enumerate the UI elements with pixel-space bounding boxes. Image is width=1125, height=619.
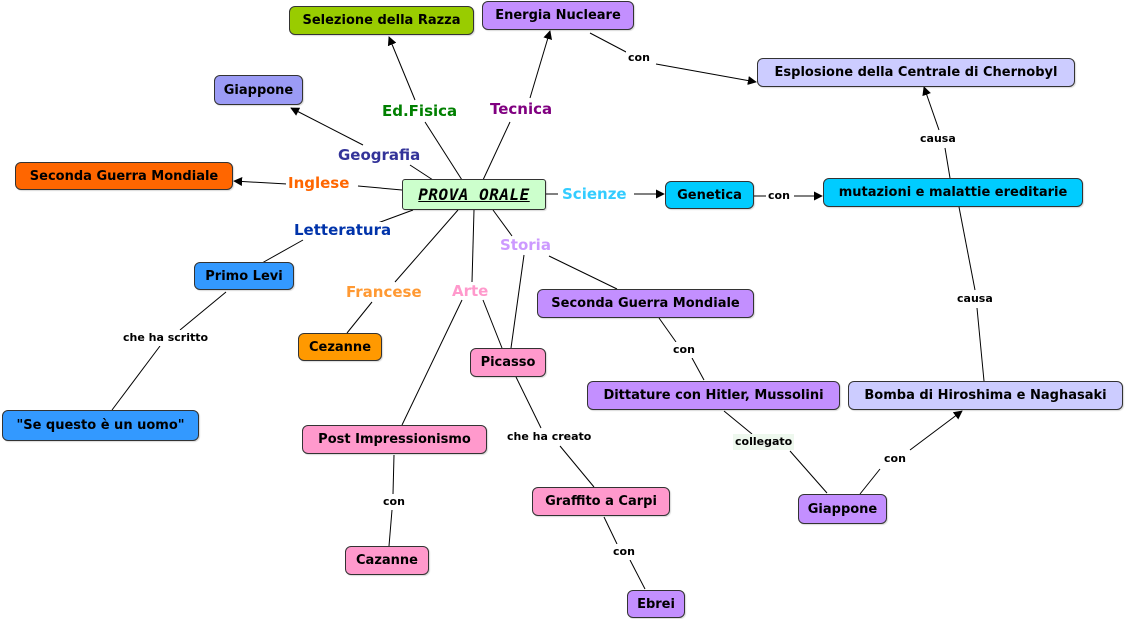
line-center-inglese — [357, 185, 403, 191]
line-creato-graffito — [559, 445, 595, 488]
line-tecnica-energia — [529, 30, 552, 99]
subject-arte: Arte — [450, 282, 491, 300]
node-mutazioni-malattie[interactable]: mutazioni e malattie ereditarie — [823, 178, 1083, 207]
node-giappone-bottom[interactable]: Giappone — [798, 494, 887, 524]
line-picasso-creato — [515, 376, 542, 429]
link-con-energia: con — [626, 50, 652, 66]
node-seconda-guerra-mondiale-left[interactable]: Seconda Guerra Mondiale — [15, 162, 233, 190]
line-bomba-causa — [976, 307, 985, 382]
link-con-post: con — [381, 494, 407, 510]
link-collegato: collegato — [733, 434, 795, 450]
line-levi-scritto — [179, 291, 227, 331]
line-edfisica-selezione — [387, 36, 416, 101]
subject-scienze: Scienze — [560, 185, 629, 203]
line-scritto-sequesto — [111, 345, 161, 411]
line-arte-postimpr — [401, 299, 463, 426]
subject-geografia: Geografia — [336, 146, 423, 164]
line-con-ebrei — [629, 559, 646, 590]
line-dittature-collegato — [723, 410, 753, 435]
line-center-geografia — [409, 164, 434, 181]
node-primo-levi[interactable]: Primo Levi — [194, 262, 294, 290]
node-center-label: PROVA ORALE — [418, 185, 530, 204]
line-center-tecnica — [482, 121, 511, 181]
node-seconda-guerra-mondiale-right[interactable]: Seconda Guerra Mondiale — [537, 289, 754, 318]
line-center-storia — [492, 209, 513, 237]
line-giappone-con — [859, 468, 881, 495]
subject-storia: Storia — [498, 236, 553, 254]
link-con-graffito: con — [611, 544, 637, 560]
node-picasso[interactable]: Picasso — [470, 348, 546, 377]
line-con-bomba — [909, 410, 963, 451]
link-con-guerra: con — [671, 342, 697, 358]
node-genetica[interactable]: Genetica — [665, 181, 754, 209]
line-center-edfisica — [424, 121, 463, 181]
line-arte-picasso — [482, 299, 503, 349]
node-energia-nucleare[interactable]: Energia Nucleare — [482, 1, 634, 30]
line-graffito-con — [603, 516, 618, 545]
link-causa-top: causa — [918, 131, 958, 147]
node-cezanne[interactable]: Cezanne — [298, 333, 382, 361]
line-francese-cezanne — [346, 301, 373, 334]
line-con-dittature — [691, 357, 705, 381]
node-se-questo-e-un-uomo[interactable]: "Se questo è un uomo" — [2, 410, 199, 441]
link-che-ha-creato: che ha creato — [505, 429, 594, 445]
node-selezione-della-razza[interactable]: Selezione della Razza — [289, 6, 474, 35]
line-energia-con — [589, 32, 629, 54]
line-geografia-giappone — [290, 107, 364, 146]
line-letteratura-levi — [261, 239, 304, 264]
node-post-impressionismo[interactable]: Post Impressionismo — [302, 425, 487, 454]
line-center-francese — [394, 209, 459, 283]
line-con-chernobyl — [655, 63, 757, 85]
line-con-cazanne — [388, 509, 393, 547]
line-storia-picasso — [510, 254, 525, 349]
subject-tecnica: Tecnica — [488, 100, 555, 118]
line-inglese-guerra — [233, 176, 288, 186]
line-causa-mutazioni — [958, 206, 976, 291]
line-postimpr-con — [392, 454, 395, 495]
subject-ed-fisica: Ed.Fisica — [380, 102, 460, 120]
node-bomba-hiroshima[interactable]: Bomba di Hiroshima e Naghasaki — [848, 381, 1123, 410]
subject-letteratura: Letteratura — [292, 221, 394, 239]
link-causa-mid: causa — [955, 291, 995, 307]
line-center-arte — [471, 209, 475, 283]
node-ebrei[interactable]: Ebrei — [627, 590, 685, 618]
node-esplosione-chernobyl[interactable]: Esplosione della Centrale di Chernobyl — [757, 58, 1075, 87]
subject-francese: Francese — [344, 283, 424, 301]
line-causa-chernobyl — [922, 86, 940, 131]
node-center[interactable]: PROVA ORALE — [402, 179, 546, 210]
line-collegato-giappone — [789, 450, 828, 494]
link-con-giappone: con — [882, 451, 908, 467]
link-che-ha-scritto: che ha scritto — [121, 330, 211, 346]
line-storia-guerra — [548, 255, 618, 290]
link-con-genetica: con — [766, 188, 792, 204]
node-graffito-a-carpi[interactable]: Graffito a Carpi — [532, 487, 670, 516]
subject-inglese: Inglese — [286, 174, 352, 192]
node-cazanne[interactable]: Cazanne — [345, 546, 429, 575]
line-center-letteratura — [374, 209, 414, 225]
node-dittature[interactable]: Dittature con Hitler, Mussolini — [587, 381, 840, 410]
line-guerra-con — [658, 317, 677, 343]
line-mutazioni-causa — [944, 147, 951, 179]
node-giappone-top[interactable]: Giappone — [214, 75, 303, 105]
